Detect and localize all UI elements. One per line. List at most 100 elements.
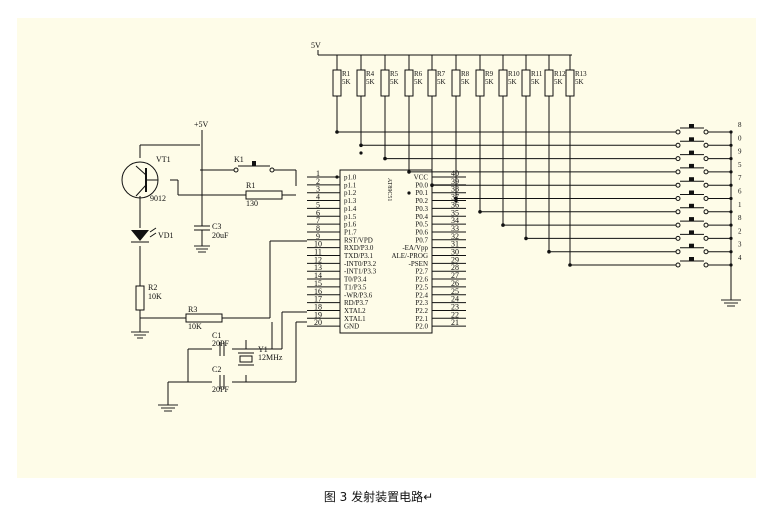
key-contact [703, 249, 709, 255]
pin-number-left: 14 [314, 271, 322, 280]
pullup-to-key-wire [569, 96, 676, 266]
pin-name-right: P2.4 [415, 291, 428, 299]
pullup-to-key-wire [455, 96, 676, 199]
figure-caption: 图 3 发射装置电路↵ [323, 490, 434, 504]
pullup-value: 5K [554, 78, 563, 86]
key-contact [675, 142, 681, 148]
junction-dot [501, 223, 505, 227]
pin-name-left: -INT1/P3.3 [344, 268, 377, 276]
pin-name-left: RXD/P3.0 [344, 244, 374, 252]
key-label: 8 [738, 214, 742, 222]
pullup-resistor [498, 69, 508, 97]
pin-number-right: 24 [451, 295, 459, 304]
junction-dot [729, 236, 733, 240]
pullup-ref: R5 [390, 70, 399, 78]
switch-k1 [233, 161, 275, 173]
pullup-value: 5K [366, 78, 375, 86]
key-label: 7 [738, 174, 742, 182]
pull-up-resistors: R15KR45KR55KR65KR75KR85KR95KR105KR115KR1… [332, 55, 676, 267]
key-contact [675, 209, 681, 215]
pin-number-left: 15 [314, 279, 322, 288]
crystal-ref: Y1 [258, 345, 268, 354]
pin-number-left: 13 [314, 263, 322, 272]
pullup-ref: R1 [342, 70, 351, 78]
pullup-value: 5K [437, 78, 446, 86]
key-label: 6 [738, 188, 742, 196]
pullup-resistor [451, 69, 461, 97]
key-cap [689, 150, 694, 155]
pin-number-left: 20 [314, 318, 322, 327]
pin-name-right: P2.2 [415, 307, 428, 315]
capacitor-c3 [194, 225, 210, 253]
pin-number-left: 8 [316, 224, 320, 233]
key-contact [675, 235, 681, 241]
pin-name-left: -INT0/P3.2 [344, 260, 377, 268]
junction-dot [729, 196, 733, 201]
pin-number-right: 32 [451, 232, 459, 241]
key-contact [675, 129, 681, 135]
junction-dot [729, 263, 733, 267]
pin-name-left: RD/P3.7 [344, 299, 369, 307]
ground-bottom [158, 404, 178, 412]
chip-name: AT89C51 [386, 178, 392, 201]
pin-name-right: P0.3 [415, 205, 428, 213]
pullup-ref: R7 [437, 70, 446, 78]
junction-dot [359, 143, 363, 148]
c1-ref: C1 [212, 331, 221, 340]
static-wiring [139, 50, 732, 405]
pin-name-right: P2.5 [415, 283, 428, 291]
pin-name-left: p1.0 [344, 174, 357, 182]
resistor-r1 [245, 190, 283, 200]
crystal-value: 12MHz [258, 353, 283, 362]
pin-number-right: 28 [451, 263, 459, 272]
junction-dot [359, 151, 363, 155]
junction-dot [335, 175, 339, 179]
junction-dot [547, 249, 551, 254]
switch-ref: K1 [234, 155, 244, 164]
key-label: 1 [738, 201, 742, 209]
pin-number-right: 25 [451, 287, 459, 296]
pin-name-right: -PSEN [409, 260, 428, 268]
resistor-r3 [185, 313, 223, 323]
pin-number-right: 34 [451, 216, 459, 225]
pullup-value: 5K [531, 78, 540, 86]
key-label: 2 [738, 227, 742, 235]
transistor-ref: VT1 [156, 155, 171, 164]
pin-name-left: p1.5 [344, 213, 357, 221]
pin-name-right: P2.0 [415, 323, 428, 331]
c2-ref: C2 [212, 365, 221, 374]
pullup-to-key-wire [384, 96, 676, 160]
key-contact [703, 142, 709, 148]
c3-ref: C3 [212, 222, 221, 231]
key-contact [703, 222, 709, 228]
key-contact [703, 235, 709, 241]
junction-dot [729, 157, 733, 161]
key-contact [703, 182, 709, 188]
pullup-ref: R11 [531, 70, 543, 78]
junction-dot [729, 183, 733, 187]
pullup-resistor [521, 69, 531, 97]
key-cap [689, 217, 694, 222]
key-contact [703, 262, 709, 268]
key-cap [689, 137, 694, 142]
pullup-ref: R13 [575, 70, 587, 78]
key-contact [703, 156, 709, 162]
pullup-to-key-wire [408, 96, 676, 173]
pin-number-right: 38 [451, 185, 459, 194]
pin-name-left: RST/VPD [344, 236, 373, 244]
r3-ref: R3 [188, 305, 197, 314]
key-contact [703, 129, 709, 135]
pin-number-left: 1 [316, 169, 320, 178]
pin-number-right: 27 [451, 271, 459, 280]
pin-number-left: 16 [314, 287, 322, 296]
crystal-y1 [238, 352, 254, 366]
ground-left [131, 331, 149, 339]
pullup-ref: R6 [414, 70, 423, 78]
pin-number-left: 9 [316, 232, 320, 241]
pullup-resistor [544, 69, 554, 97]
pullup-to-key-wire [548, 96, 676, 253]
pin-name-left: TXD/P3.1 [344, 252, 373, 260]
pullup-resistor [475, 69, 485, 97]
r1-value: 130 [246, 199, 258, 208]
